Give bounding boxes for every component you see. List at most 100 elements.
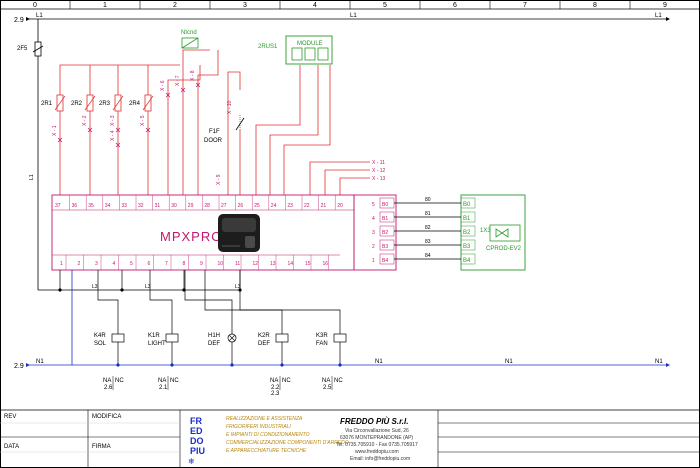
ruler-number: 0	[33, 2, 37, 9]
n1-left-ref: 2.9	[14, 363, 24, 370]
probe-loop-outer	[59, 64, 180, 195]
terminal-bottom: 7	[165, 261, 168, 267]
mpxpro-controller: MPXPRO	[51, 194, 397, 271]
probe-wiring	[59, 49, 370, 195]
l3-label-3: L3	[235, 284, 241, 290]
module-box-outline	[285, 35, 333, 65]
terminal-bottom: 13	[270, 261, 276, 267]
terminal-bottom: 2	[78, 261, 81, 267]
contact-na: NA	[270, 378, 278, 384]
contact-nc: NC	[334, 378, 343, 384]
terminal-top: 37	[55, 203, 61, 209]
l1-right-arrow	[666, 17, 670, 21]
output-ref: K3R	[316, 333, 328, 339]
n1-mid-label-2: N1	[375, 359, 383, 365]
output-desc: DEF	[208, 341, 220, 347]
mpxpro-right-block	[353, 194, 397, 271]
output-ref: H1H	[208, 333, 220, 339]
terminal-top: 21	[321, 203, 327, 209]
terminal-bottom: 8	[183, 261, 186, 267]
x-connector-mark	[145, 127, 151, 133]
service-line: FRIGORIFERI INDUSTRIALI	[226, 424, 291, 430]
relay-coil-icon	[165, 333, 179, 343]
output-desc: DEF	[258, 341, 270, 347]
valve-symbol-box	[489, 224, 521, 242]
ruler-number: 4	[313, 2, 317, 9]
x-right-label: X - 12	[372, 168, 386, 174]
probe-module-wire-2	[269, 65, 319, 195]
resistor-label: 2R3	[99, 101, 111, 107]
contact-nc: NC	[115, 378, 124, 384]
controller-device-knob	[245, 236, 255, 248]
logo-letter: DO	[190, 436, 204, 446]
bus-wire-number: 82	[425, 225, 431, 231]
logo-letter: FR	[190, 416, 202, 426]
output-feed-wire	[184, 270, 233, 330]
ruler-number: 8	[593, 2, 597, 9]
valve-unit: 1X3 CPROD-EV2	[460, 194, 526, 271]
ntc-probe-label: Ntcnd	[181, 30, 197, 36]
output-feed-wire	[149, 270, 173, 330]
terminal-right-num: 3	[372, 230, 375, 236]
contact-ref: 2.3	[271, 391, 280, 397]
x-connector-mark	[195, 82, 201, 88]
bus-wire-number: 83	[425, 239, 431, 245]
terminal-top: 29	[188, 203, 194, 209]
terminal-bottom: 1	[60, 261, 63, 267]
terminal-top: 27	[221, 203, 227, 209]
n1-label: N1	[36, 359, 44, 365]
l1-left-label: L1	[36, 13, 43, 19]
terminal-right-num: 5	[372, 202, 375, 208]
x-connector-mark	[180, 87, 186, 93]
terminal-bottom: 11	[235, 261, 240, 267]
probe-x6-wire	[167, 65, 201, 195]
terminal-top: 35	[88, 203, 94, 209]
controller-device-image	[218, 214, 260, 252]
valve-symbol-bowtie	[495, 228, 509, 238]
probe-x12-wire	[324, 169, 370, 195]
ruler-number: 9	[663, 2, 667, 9]
module-box-label: MODULE	[297, 41, 323, 47]
x-connector-mark	[165, 92, 171, 98]
contact-ref: 2.2	[271, 385, 280, 391]
output-ref: K1R	[148, 333, 160, 339]
contact-nc: NC	[282, 378, 291, 384]
door-switch-ref: F1F	[209, 129, 220, 135]
x-connector-mark	[115, 127, 121, 133]
door-switch-label: DOOR	[204, 138, 223, 144]
relay-coil-icon	[111, 333, 125, 343]
resistor-slash	[112, 95, 124, 111]
terminal-bottom: 14	[288, 261, 294, 267]
x9-label: X - 9	[216, 174, 222, 185]
output-feed-wire	[97, 270, 119, 330]
resistor-label: 2R1	[41, 101, 53, 107]
valve-terminal-code: B1	[463, 216, 471, 222]
terminal-right-code: B1	[382, 216, 388, 222]
terminal-top: 28	[204, 203, 210, 209]
x10-label: X - 10	[227, 100, 233, 114]
terminal-right-num: 4	[372, 216, 375, 222]
logo-letter: ED	[190, 426, 203, 436]
company-email: Email: info@freddopiu.com	[350, 456, 410, 462]
service-line: E IMPIANTI DI CONDIZIONAMENTO	[226, 432, 310, 438]
probe-module-wire-1	[255, 65, 301, 195]
logo-letter: PIU	[190, 446, 205, 456]
x-connector-label: X - 1	[52, 125, 58, 136]
terminal-right-code: B0	[382, 202, 388, 208]
terminal-top: 23	[287, 203, 293, 209]
terminal-right-num: 1	[372, 258, 375, 264]
ruler-number: 1	[103, 2, 107, 9]
module-box-cell-1	[291, 47, 303, 61]
terminal-bottom: 10	[218, 261, 224, 267]
module-box-ref: 2RUS1	[258, 44, 278, 50]
valve-terminal-code: B3	[463, 244, 471, 250]
relay-coil-icon	[333, 333, 347, 343]
x-connector-mark	[115, 142, 121, 148]
terminal-bottom: 4	[113, 261, 116, 267]
